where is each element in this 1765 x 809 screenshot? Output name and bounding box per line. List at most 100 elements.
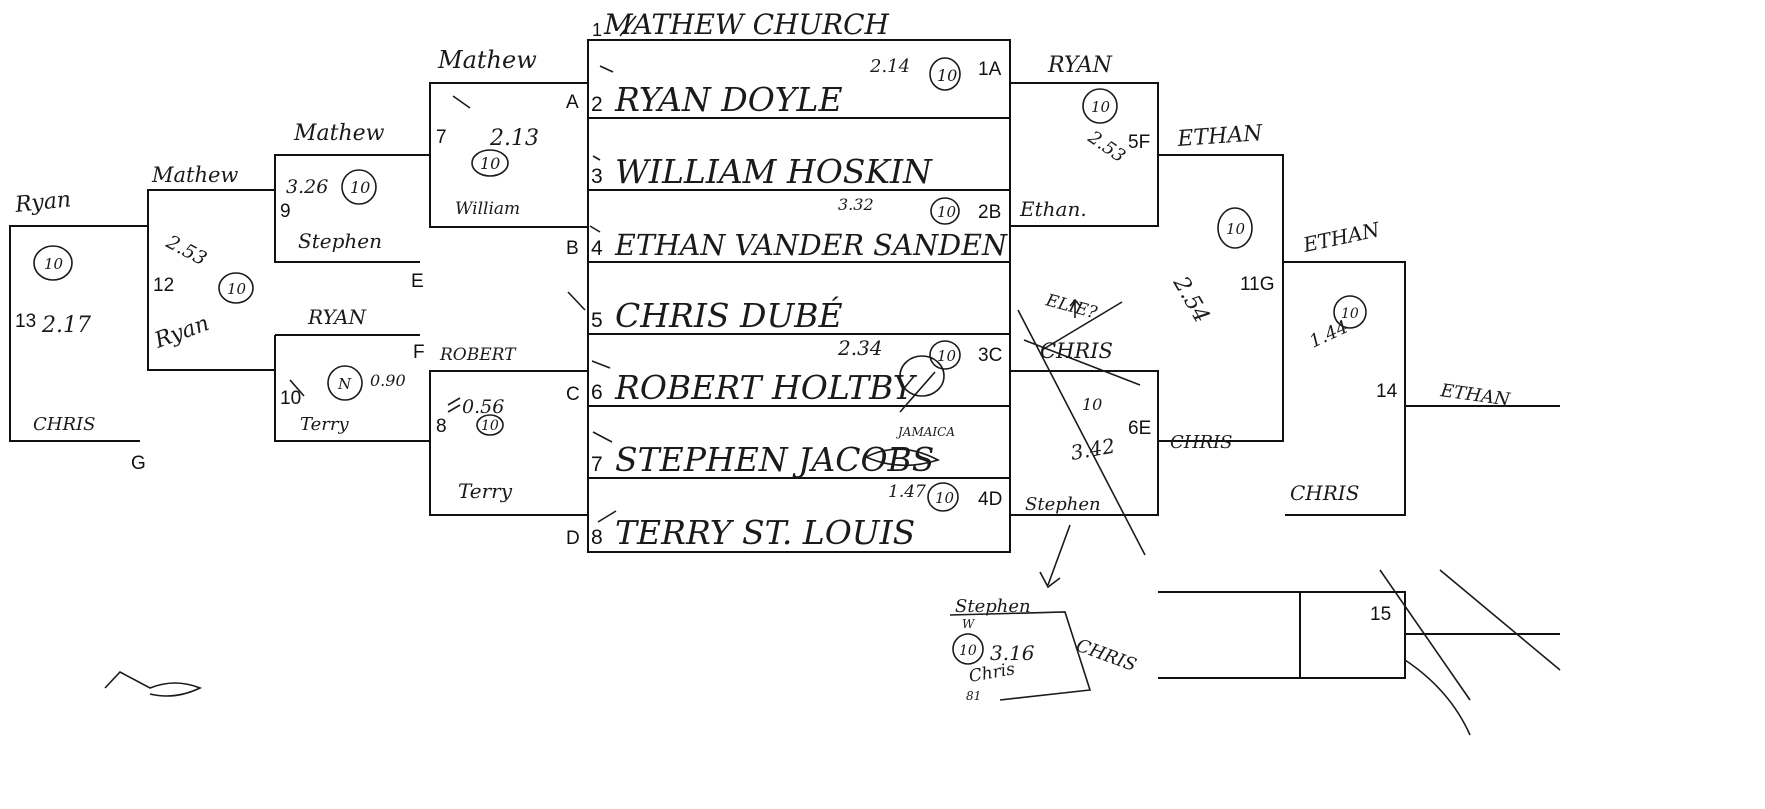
points-circle: 10: [33, 245, 73, 281]
hw-name: ETHAN: [1300, 217, 1383, 257]
tick-mark: [592, 431, 613, 443]
hw-name: CHRIS: [33, 414, 95, 435]
entry-line-no: 4: [591, 237, 603, 260]
bracket-lines: [9, 82, 1560, 679]
arrow-down-icon: [1039, 524, 1071, 589]
arrow-up-icon: [1069, 298, 1081, 318]
entry-name: CHRIS DUBÉ: [615, 295, 843, 335]
match-no-9: 9: [280, 201, 291, 222]
score-m6: 3.42: [1069, 434, 1117, 465]
match-11g-box: [1158, 154, 1284, 442]
tick-mark: [599, 65, 614, 73]
entry-line-no: 6: [591, 381, 603, 404]
score-m5: 2.53: [1083, 126, 1129, 167]
entry-line-no: 8: [591, 526, 603, 549]
slot-label-1a: 1A: [978, 59, 1002, 80]
slot-label-5f: 5F: [1128, 132, 1150, 153]
tick-marks: [567, 65, 617, 523]
entry-name: ETHAN VANDER SANDEN: [614, 228, 1009, 262]
svg-text:10: 10: [44, 255, 64, 273]
hw-name: Stephen: [298, 229, 382, 253]
pen-strokes: [104, 15, 1561, 736]
hw-name: CHRIS: [1290, 481, 1359, 505]
slot-label-6e: 6E: [1128, 418, 1151, 439]
score-m3: 2.34: [837, 336, 883, 360]
match-no-15: 15: [1370, 604, 1391, 625]
score-m14: 1.44: [1306, 317, 1351, 353]
tick-mark: [452, 95, 471, 109]
stroke: [899, 371, 936, 413]
doodle: [104, 671, 202, 697]
points-circle: 10: [952, 633, 984, 665]
match-no-12: 12: [153, 275, 174, 296]
points-circle: 10: [1082, 88, 1118, 124]
hw-name: Terry: [458, 479, 513, 503]
entry-line-no: 7: [591, 453, 603, 476]
circled-points: 10 10 10 10 10 10 10 10 N 10 10 10 10 10: [33, 57, 1367, 665]
match-no-7: 7: [436, 127, 447, 148]
match-no-8: 8: [436, 416, 447, 437]
scribble: [865, 448, 941, 467]
hw-name: Chris: [967, 659, 1016, 687]
entry-name: ROBERT HOLTBY: [614, 368, 918, 407]
hw-name: ETHAN: [1176, 121, 1264, 152]
handwritten-names: Mathew Mathew Mathew Ryan CHRIS Ryan Ste…: [13, 46, 1512, 703]
match-14-box: [1283, 261, 1406, 516]
hw-name: CHRIS: [1170, 432, 1232, 453]
slot-label-a: A: [566, 92, 579, 113]
consolation-loop: [949, 611, 1092, 701]
score-circle-outline: [899, 355, 945, 397]
hw-name: Mathew: [437, 46, 537, 74]
match-8-box: [429, 370, 588, 516]
hw-name: Mathew: [151, 163, 238, 187]
slot-label-11g: 11G: [1240, 274, 1275, 295]
match-no-14: 14: [1376, 381, 1398, 402]
slot-label-e: E: [411, 271, 424, 292]
hw-name: ROBERT: [439, 345, 517, 365]
hw-name: RYAN: [307, 305, 368, 329]
hw-name: ELIE?: [1043, 290, 1100, 323]
slot-label-2b: 2B: [978, 202, 1001, 223]
svg-text:10: 10: [1341, 306, 1359, 322]
hw-name: Stephen: [1025, 494, 1101, 515]
svg-text:10: 10: [350, 178, 370, 197]
score-m10: 0.90: [370, 371, 406, 390]
stroke: [619, 15, 637, 37]
hw-name: Ethan.: [1019, 197, 1087, 221]
points-circle: 10: [929, 57, 961, 91]
hw-name: William: [455, 199, 520, 219]
tick-mark: [597, 510, 617, 523]
entry-line-no: 1: [592, 20, 602, 40]
slot-label-3c: 3C: [978, 345, 1002, 366]
svg-text:10: 10: [937, 347, 957, 365]
score-m8: 0.56: [462, 396, 504, 418]
tick-mark: [567, 291, 586, 311]
match-13-box: [9, 225, 148, 442]
slot-label-c: C: [566, 384, 580, 405]
svg-text:10: 10: [937, 203, 957, 221]
entry-lines: 1 MATHEW CHURCH 2 RYAN DOYLE 3 WILLIAM H…: [591, 8, 1009, 552]
cross-out-stroke: [1041, 301, 1123, 351]
slot-label-d: D: [566, 528, 580, 549]
slot-label-g: G: [131, 453, 146, 474]
stroke: [447, 397, 461, 413]
tick-mark: [591, 360, 611, 369]
hw-10-6e: 10: [1082, 395, 1102, 414]
score-m1: 2.14: [869, 56, 910, 77]
points-circle: 10: [471, 149, 509, 177]
tick-mark: [592, 155, 601, 161]
stroke: [1404, 659, 1471, 736]
score-m11: 2.54: [1167, 272, 1214, 328]
points-circle: 10: [476, 414, 504, 436]
points-circle: 10: [1217, 207, 1253, 249]
cross-out-stroke: [1379, 569, 1561, 701]
entry-box: [587, 39, 1011, 553]
match-6e-box: [1010, 370, 1159, 516]
slot-label-b: B: [566, 238, 579, 259]
entry-box-outline: [587, 39, 1011, 553]
points-circle: 10: [929, 340, 961, 370]
svg-text:N: N: [337, 375, 352, 393]
svg-text:10: 10: [480, 154, 500, 173]
entry-name: TERRY ST. LOUIS: [615, 513, 915, 552]
